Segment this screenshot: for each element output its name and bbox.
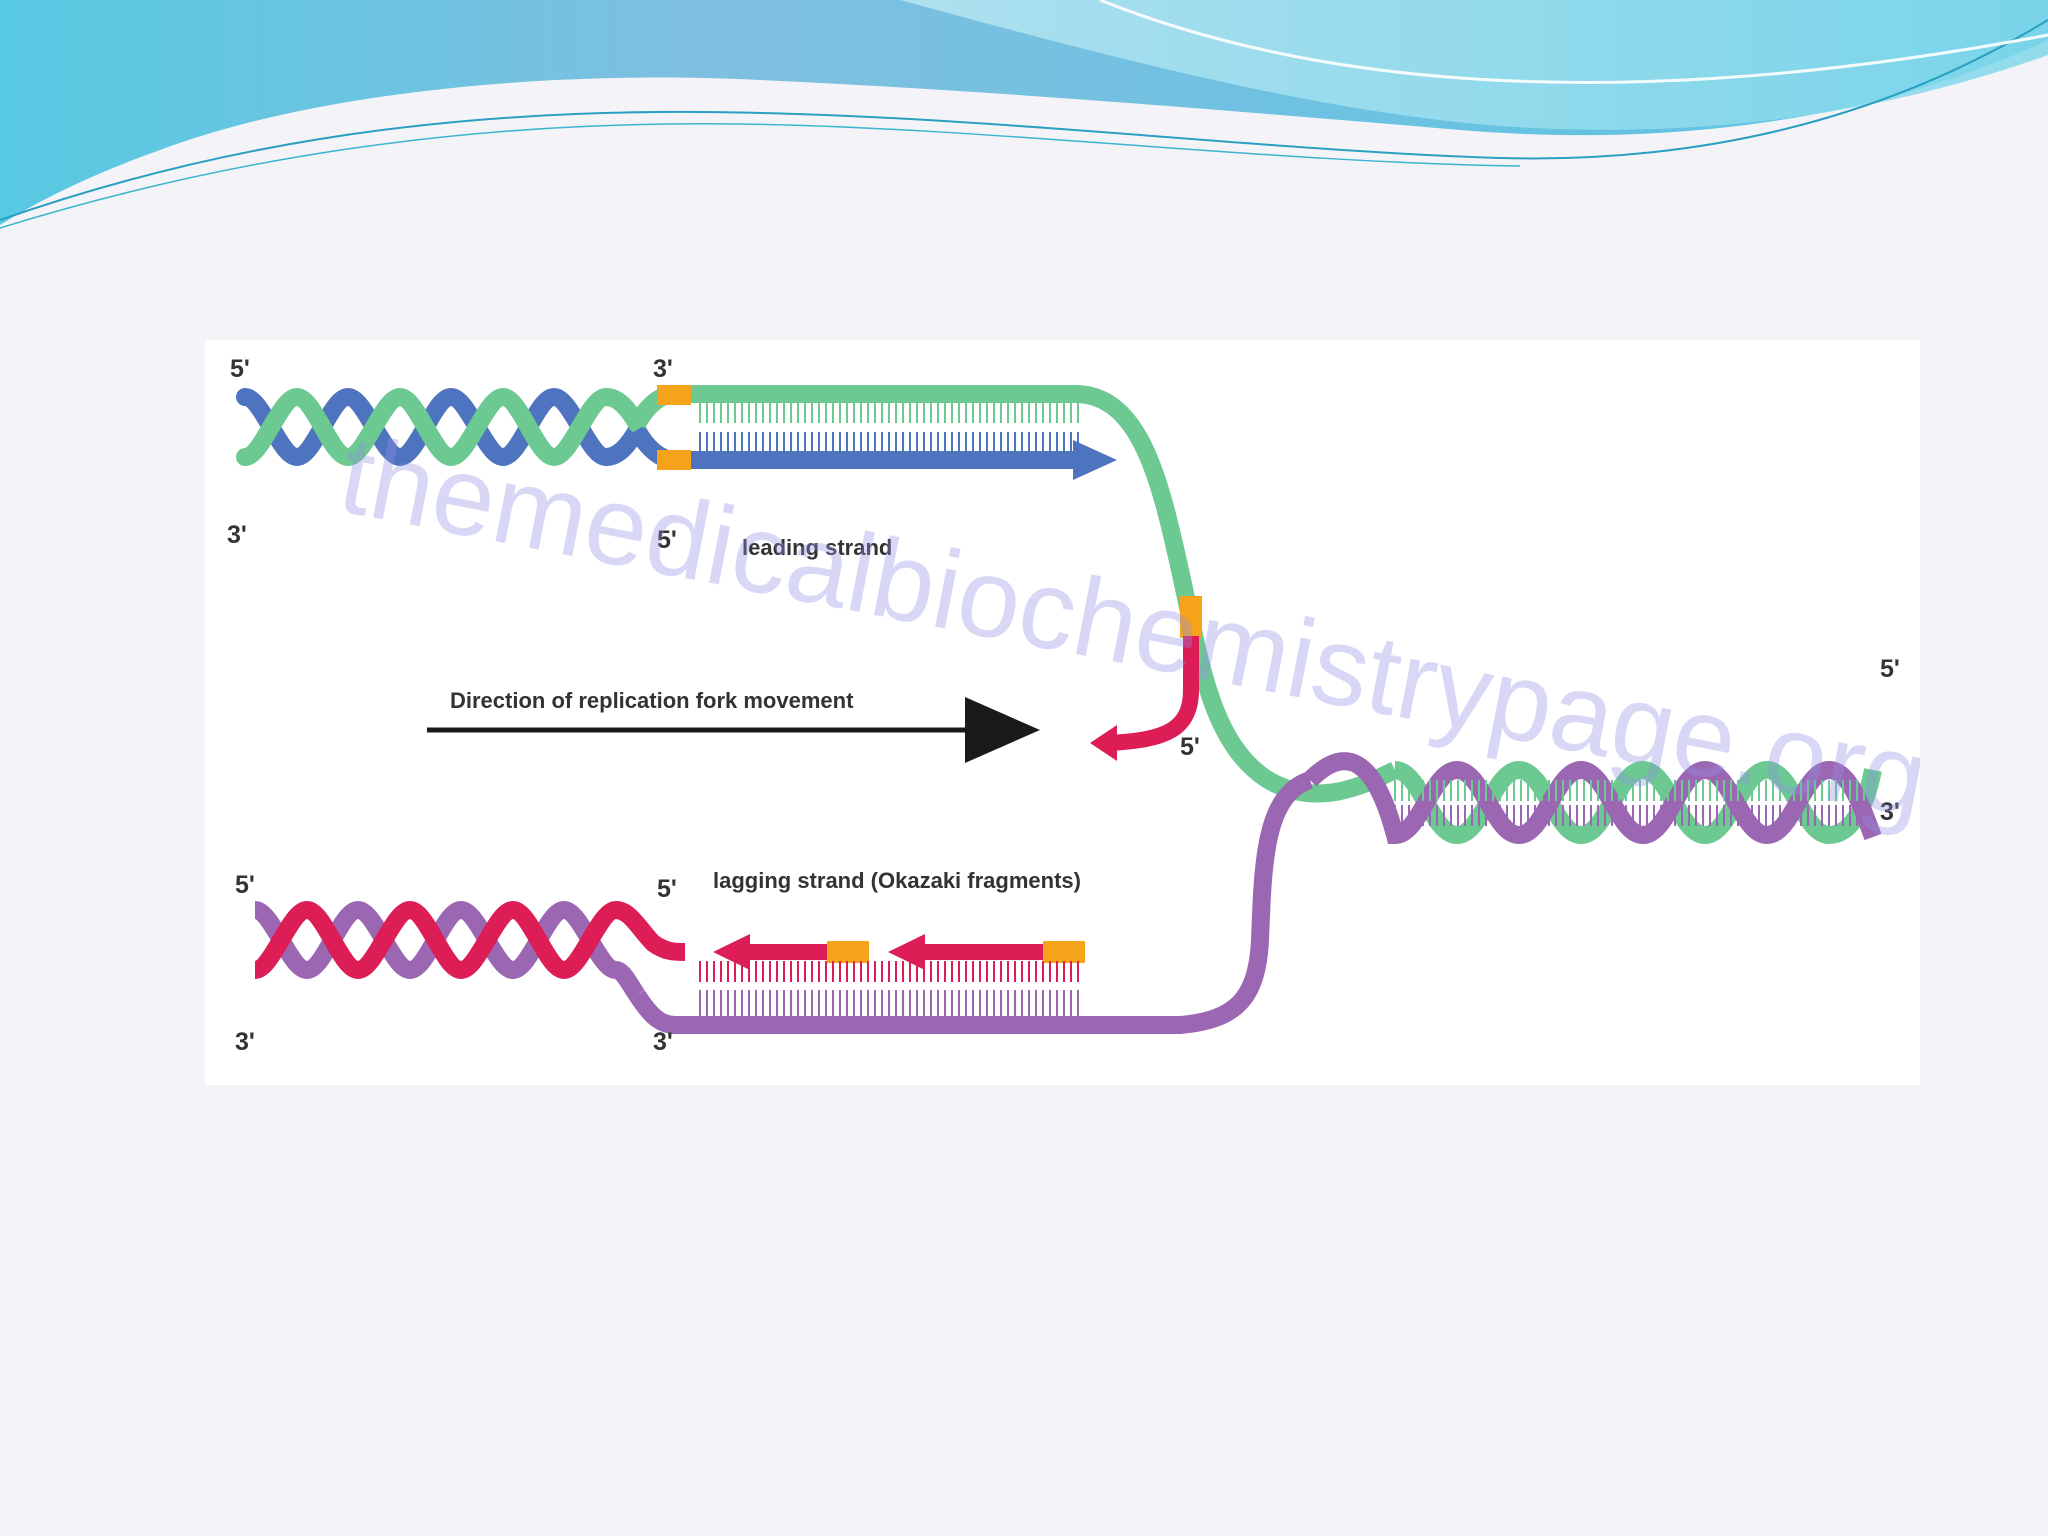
- bottom-base-pairs: [699, 961, 1079, 1017]
- label-right-5: 5': [1880, 655, 1900, 683]
- right-parent-helix: [1303, 752, 1882, 845]
- lagging-new-fragment: [1090, 596, 1202, 761]
- bottom-parent-helix: [252, 900, 686, 1001]
- leading-strand: [675, 440, 1117, 480]
- label-lagging-primer-5: 5': [1180, 733, 1200, 761]
- right-base-pairs: [1394, 780, 1865, 826]
- label-bottom-fork-3: 3': [653, 1028, 673, 1056]
- lagging-strand-fragments: [713, 934, 1085, 970]
- top-base-pairs: [699, 402, 1079, 452]
- label-bottom-left-3: 3': [235, 1028, 255, 1056]
- label-top-left-5: 5': [230, 355, 250, 383]
- label-top-fork-3: 3': [653, 355, 673, 383]
- label-bottom-left-5: 5': [235, 871, 255, 899]
- okazaki-primer-1: [827, 941, 869, 963]
- bottom-template-strand: [629, 771, 1314, 1034]
- label-leading-strand: leading strand: [742, 535, 892, 560]
- fork-direction-arrow: [427, 697, 1040, 763]
- header-wave-banner: [0, 0, 2048, 229]
- label-top-fork-5: 5': [657, 526, 677, 554]
- top-primer: [657, 385, 691, 405]
- top-parent-helix: [236, 385, 676, 469]
- label-right-3: 3': [1880, 798, 1900, 826]
- okazaki-primer-2: [1043, 941, 1085, 963]
- watermark: themedicalbiochemistrypage.org: [330, 411, 1920, 841]
- leading-primer: [657, 450, 691, 470]
- label-lagging-strand: lagging strand (Okazaki fragments): [713, 868, 1081, 893]
- replication-fork-diagram: 5' 3' 3' 5' leading strand Direction of …: [205, 340, 1920, 1085]
- label-direction: Direction of replication fork movement: [450, 688, 854, 713]
- label-lagging-fork-5: 5': [657, 875, 677, 903]
- label-top-left-3: 3': [227, 521, 247, 549]
- top-template-strand: [675, 385, 1400, 803]
